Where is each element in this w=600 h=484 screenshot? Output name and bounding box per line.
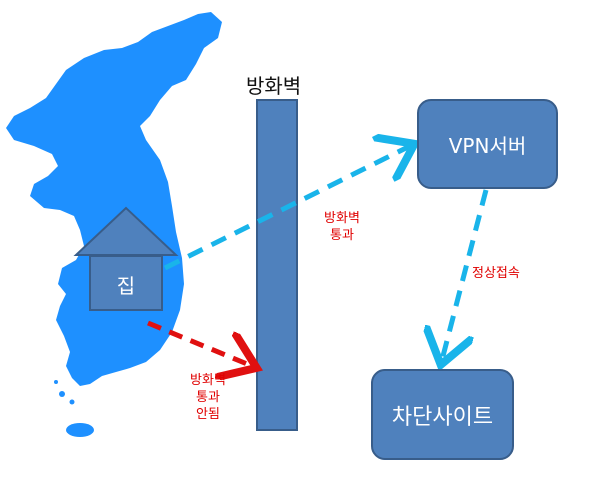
home-label: 집 xyxy=(116,273,136,298)
normal-access-label: 정상접속 xyxy=(472,266,520,281)
block-arrow xyxy=(147,320,252,366)
pass-label: 방화벽 통과 xyxy=(312,210,372,244)
pass-label-line1: 방화벽 xyxy=(324,211,360,226)
house-body xyxy=(89,255,163,311)
korea-map xyxy=(6,12,222,437)
blocked-site-label: 차단사이트 xyxy=(391,404,494,430)
vpn-server-label: VPN서버 xyxy=(448,133,527,158)
pass-label-line2: 통과 xyxy=(330,228,354,243)
firewall-title: 방화벽 xyxy=(246,74,302,98)
vpn-server-box: VPN서버 xyxy=(417,99,558,189)
peninsula-shape xyxy=(6,12,222,386)
island xyxy=(54,380,58,384)
home-house xyxy=(73,206,179,311)
island xyxy=(59,391,65,397)
firewall-pillar xyxy=(256,99,298,431)
blocked-site-box: 차단사이트 xyxy=(371,369,514,460)
island xyxy=(69,399,75,405)
block-label-line1: 방화벽 xyxy=(190,373,226,388)
normal-access-arrow xyxy=(442,189,489,360)
block-label: 방화벽 통과 안됨 xyxy=(180,372,236,423)
jeju-island xyxy=(66,423,94,437)
block-label-line3: 안됨 xyxy=(196,407,220,422)
pass-arrow xyxy=(163,146,410,271)
block-label-line2: 통과 xyxy=(196,390,220,405)
